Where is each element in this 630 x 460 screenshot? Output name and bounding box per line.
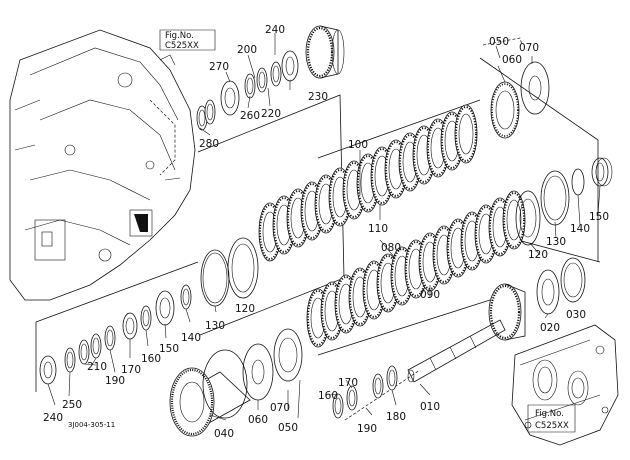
callout-130-right: 130 <box>546 236 566 248</box>
callout-190-bot: 190 <box>357 423 377 435</box>
callout-200: 200 <box>237 44 257 56</box>
callout-140-mid: 140 <box>181 332 201 344</box>
transmission-housing <box>9 29 196 301</box>
callout-220: 220 <box>261 108 281 120</box>
callout-080: 080 <box>381 242 401 254</box>
callout-labels: 240 200 270 260 220 230 280 050 070 060 … <box>43 24 609 440</box>
callout-040: 040 <box>214 428 234 440</box>
callout-270: 270 <box>209 61 229 73</box>
callout-060-top: 060 <box>502 54 522 66</box>
callout-230: 230 <box>308 91 328 103</box>
leader-lines <box>47 33 601 421</box>
fig-ref-bottom-line2: C525XX <box>535 421 569 431</box>
callout-260: 260 <box>240 110 260 122</box>
callout-050-bot: 050 <box>278 422 298 434</box>
callout-180: 180 <box>386 411 406 423</box>
callout-250: 250 <box>62 399 82 411</box>
callout-170-mid: 170 <box>121 364 141 376</box>
callout-240-top: 240 <box>265 24 285 36</box>
callout-070-bot: 070 <box>270 402 290 414</box>
fig-ref-top-line2: C525XX <box>165 41 199 51</box>
callout-150-right: 150 <box>589 211 609 223</box>
fig-ref-bottom-line1: Fig.No. <box>535 409 564 419</box>
callout-120-mid: 120 <box>235 303 255 315</box>
callout-110: 110 <box>368 223 388 235</box>
callout-030: 030 <box>566 309 586 321</box>
callout-130-mid: 130 <box>205 320 225 332</box>
callout-280: 280 <box>199 138 219 150</box>
figure-code: 3J004-305-11 <box>68 421 115 429</box>
callout-160-mid: 160 <box>141 353 161 365</box>
callout-100: 100 <box>348 139 368 151</box>
callout-070-top: 070 <box>519 42 539 54</box>
fig-ref-top-line1: Fig.No. <box>165 31 194 41</box>
right-top-piston <box>490 61 550 139</box>
callout-120-right: 120 <box>528 249 548 261</box>
fig-ref-bottom-box: Fig.No. C525XX <box>527 404 576 433</box>
middle-row-parts <box>122 237 259 340</box>
callout-010: 010 <box>420 401 440 413</box>
callout-170-bot: 170 <box>338 377 358 389</box>
lower-left-row-parts <box>39 325 116 385</box>
bottom-row-parts <box>169 328 398 437</box>
top-row-parts <box>196 25 345 131</box>
callout-020: 020 <box>540 322 560 334</box>
callout-150-mid: 150 <box>159 343 179 355</box>
callout-240-left: 240 <box>43 412 63 424</box>
callout-160-bot: 160 <box>318 390 338 402</box>
callout-190-left: 190 <box>105 375 125 387</box>
gear-and-shaft <box>407 257 586 383</box>
callout-050-top: 050 <box>489 36 509 48</box>
callout-140-right: 140 <box>570 223 590 235</box>
fig-ref-top-box: Fig.No. C525XX <box>159 29 216 51</box>
callout-060-bot: 060 <box>248 414 268 426</box>
callout-090: 090 <box>420 289 440 301</box>
callout-210: 210 <box>87 361 107 373</box>
